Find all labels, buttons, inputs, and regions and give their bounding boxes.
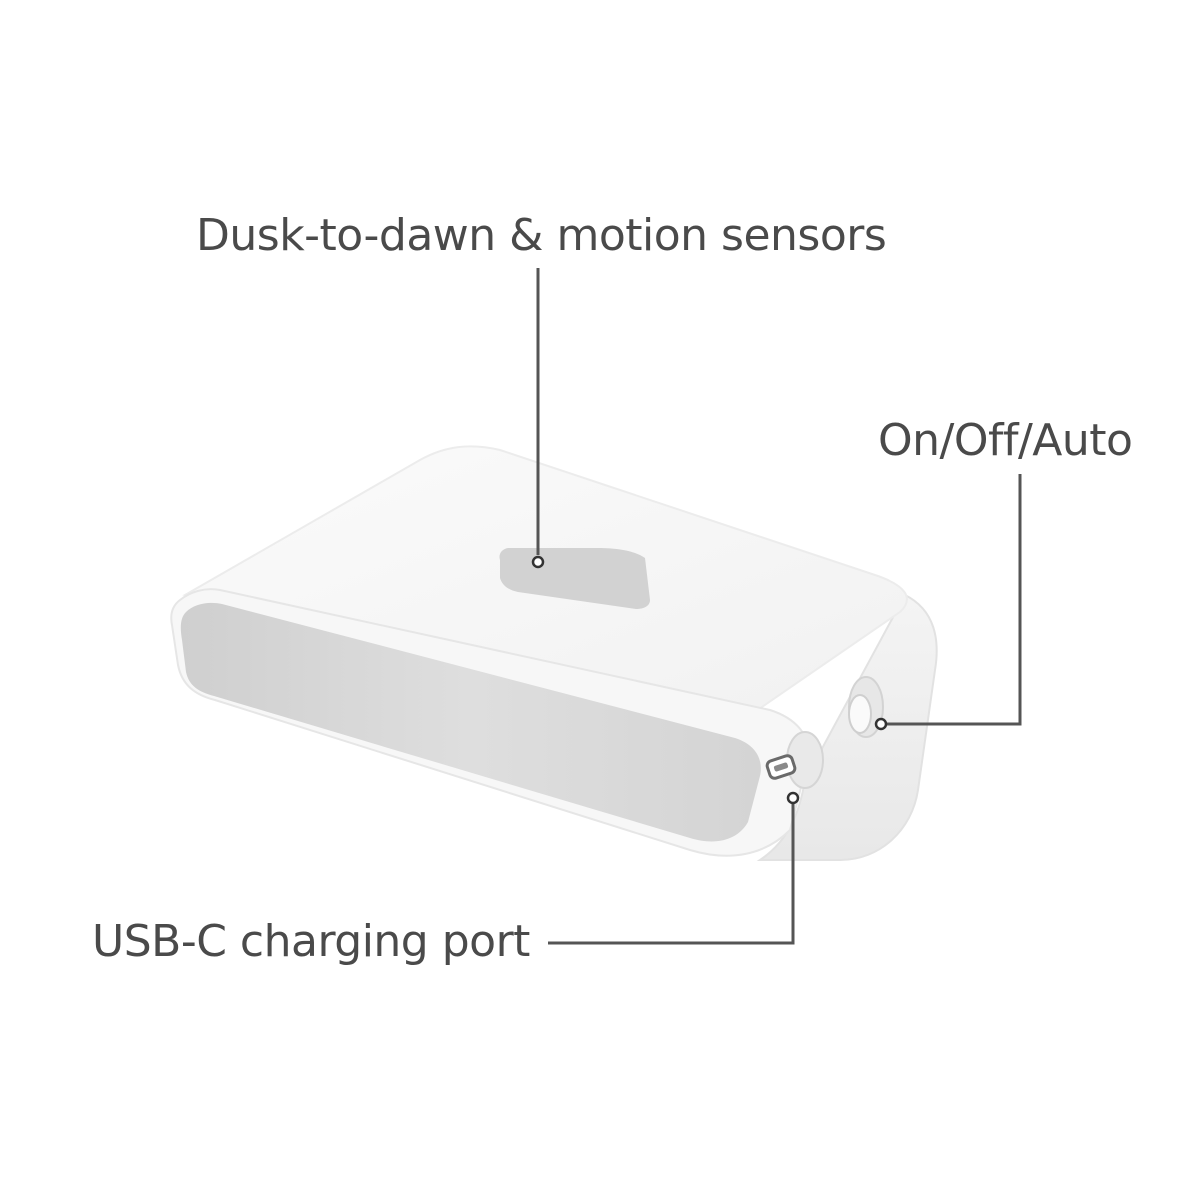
switch-callout-dot (874, 717, 888, 731)
usb-leader-line (548, 803, 795, 945)
switch-leader-line (886, 474, 1022, 726)
mode-switch-icon (848, 676, 884, 738)
sensors-callout-dot (531, 555, 545, 569)
switch-label: On/Off/Auto (878, 415, 1133, 466)
callout-dots (531, 555, 888, 805)
device-lens-panel (180, 602, 761, 842)
leader-lines (536, 268, 1022, 945)
usb-callout-dot (786, 791, 800, 805)
usb-port-label: USB-C charging port (92, 916, 530, 967)
usb-c-port-icon (765, 731, 824, 789)
sensors-label: Dusk-to-dawn & motion sensors (196, 210, 887, 261)
